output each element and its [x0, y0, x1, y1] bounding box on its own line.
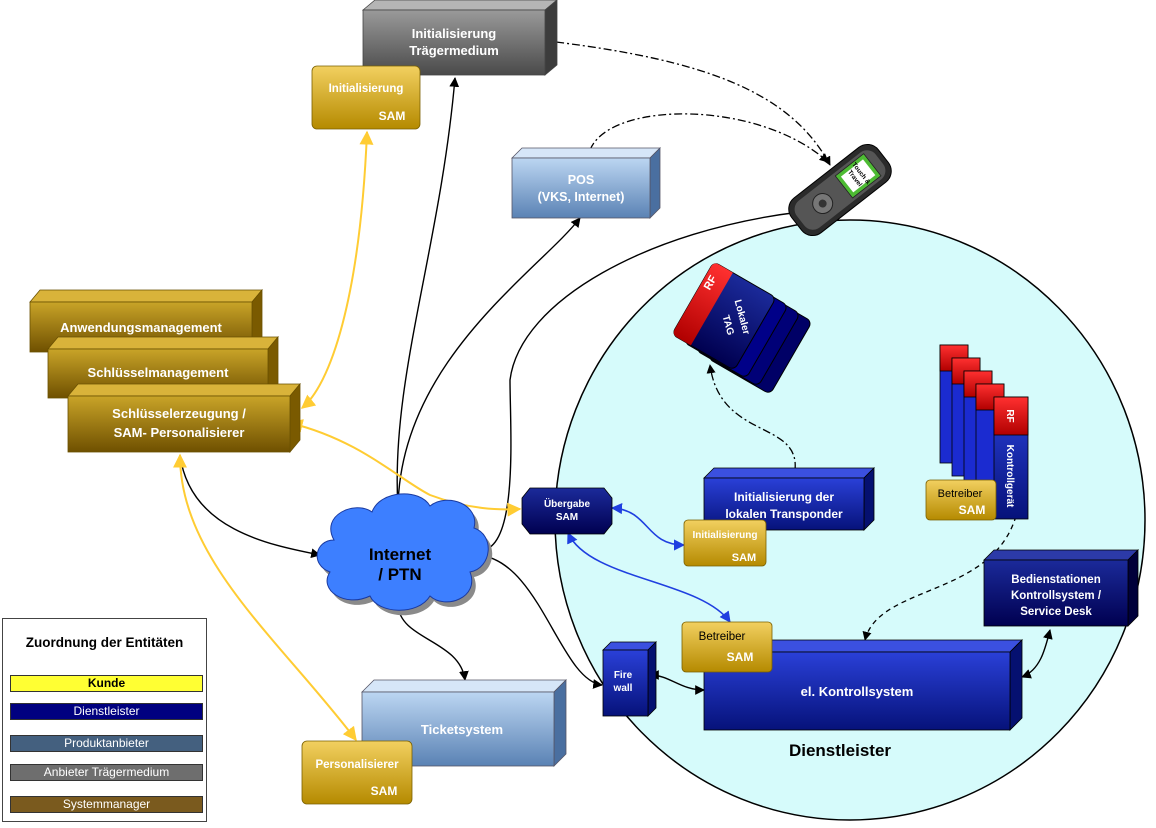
- legend-item-kunde: Kunde: [10, 675, 203, 692]
- init-traegermedium-box[interactable]: Initialisierung Trägermedium: [361, 0, 558, 76]
- connector-internet-init: [392, 77, 460, 509]
- connector-yellow-uebergabe: [288, 419, 522, 517]
- betreiber-big-line1: Betreiber: [699, 631, 746, 643]
- personalisierer-line1: Personalisierer: [315, 759, 399, 771]
- init-traegermedium-line2: Trägermedium: [409, 43, 499, 58]
- firewall-box[interactable]: Fire wall: [602, 641, 657, 717]
- dienstleister-caption: Dienstleister: [789, 741, 891, 760]
- firewall-line1: Fire: [614, 670, 633, 681]
- connector-kontroll-bedien: [1021, 629, 1053, 679]
- betreiber-sam-small[interactable]: Betreiber SAM: [925, 479, 997, 521]
- bedien-line3: Service Desk: [1020, 606, 1092, 618]
- uebergabe-sam[interactable]: Übergabe SAM: [521, 487, 613, 535]
- legend-item-anbieter-traegermedium: Anbieter Trägermedium: [10, 764, 203, 781]
- mobile-phone[interactable]: Touch & Travel: [783, 139, 897, 241]
- connector-internet-phone: [474, 208, 801, 557]
- connector-initlokal-tag: [706, 364, 796, 471]
- personalisierer-sam[interactable]: Personalisierer SAM: [301, 740, 413, 805]
- internet-line1: Internet: [369, 545, 432, 564]
- connector-init-phone: [555, 41, 831, 166]
- connector-yellow-personal: [173, 453, 357, 742]
- connector-kontroll-geraet: [862, 494, 1024, 641]
- init-sam-line1: Initialisierung: [329, 83, 404, 95]
- kontrollgeraet-stack[interactable]: RF Kontrollgerät: [939, 344, 1029, 520]
- schluesselerzeugung-line2: SAM- Personalisierer: [114, 425, 245, 440]
- lokaler-tag-stack[interactable]: RF Lokaler TAG: [672, 262, 812, 395]
- init-small-line2: SAM: [732, 552, 756, 564]
- bedien-line1: Bedienstationen: [1011, 574, 1100, 586]
- betreiber-small-line2: SAM: [959, 503, 986, 517]
- pos-line1: POS: [568, 173, 594, 187]
- connector-yellow-initsam: [300, 130, 374, 409]
- internet-cloud[interactable]: Internet / PTN: [316, 493, 493, 616]
- init-small-line1: Initialisierung: [692, 530, 757, 541]
- kontrollsystem-label: el. Kontrollsystem: [801, 684, 914, 699]
- pos-box[interactable]: POS (VKS, Internet): [511, 147, 661, 219]
- connector-pos-phone: [589, 113, 829, 163]
- init-lokal-line1: Initialisierung der: [734, 490, 834, 504]
- connector-internet-firewall: [477, 550, 603, 689]
- bedien-line2: Kontrollsystem /: [1011, 590, 1102, 602]
- legend-title: Zuordnung der Entitäten: [25, 635, 184, 650]
- ticketsystem-label: Ticketsystem: [421, 722, 503, 737]
- tag-line2: TAG: [720, 314, 736, 337]
- firewall-line2: wall: [613, 683, 633, 694]
- connector-blue-betreiber: [567, 531, 731, 623]
- init-sam-small[interactable]: Initialisierung SAM: [683, 519, 767, 567]
- pos-line2: (VKS, Internet): [538, 190, 625, 204]
- betreiber-sam-big[interactable]: Betreiber SAM: [681, 621, 773, 673]
- anwendungsmanagement-label: Anwendungsmanagement: [60, 320, 222, 335]
- init-sam-line2: SAM: [379, 109, 406, 123]
- personalisierer-line2: SAM: [371, 784, 398, 798]
- legend: Zuordnung der Entitäten Kunde Dienstleis…: [2, 618, 207, 822]
- uebergabe-line2: SAM: [556, 512, 578, 523]
- legend-item-systemmanager: Systemmanager: [10, 796, 203, 813]
- init-sam-box[interactable]: Initialisierung SAM: [311, 65, 421, 130]
- connector-internet-pos: [397, 217, 581, 509]
- legend-item-dienstleister: Dienstleister: [10, 703, 203, 720]
- kontrollgeraet-label: Kontrollgerät: [1004, 445, 1015, 508]
- bedienstationen-box[interactable]: Bedienstationen Kontrollsystem / Service…: [983, 549, 1139, 627]
- kontrollgeraet-rf: RF: [1004, 409, 1015, 422]
- schluesselerzeugung-line1: Schlüsselerzeugung /: [112, 406, 246, 421]
- init-traegermedium-line1: Initialisierung: [412, 26, 497, 41]
- legend-item-produktanbieter: Produktanbieter: [10, 735, 203, 752]
- schluesselerzeugung-box[interactable]: Schlüsselerzeugung / SAM- Personalisiere…: [67, 382, 301, 454]
- schluesselmanagement-label: Schlüsselmanagement: [88, 365, 230, 380]
- internet-line2: / PTN: [378, 565, 421, 584]
- betreiber-small-line1: Betreiber: [938, 488, 983, 500]
- connector-internet-ticket: [393, 604, 469, 681]
- ticketsystem-box[interactable]: Ticketsystem: [361, 679, 567, 767]
- uebergabe-line1: Übergabe: [544, 497, 591, 510]
- init-lokal-line2: lokalen Transponder: [725, 507, 843, 521]
- betreiber-big-line2: SAM: [727, 650, 754, 664]
